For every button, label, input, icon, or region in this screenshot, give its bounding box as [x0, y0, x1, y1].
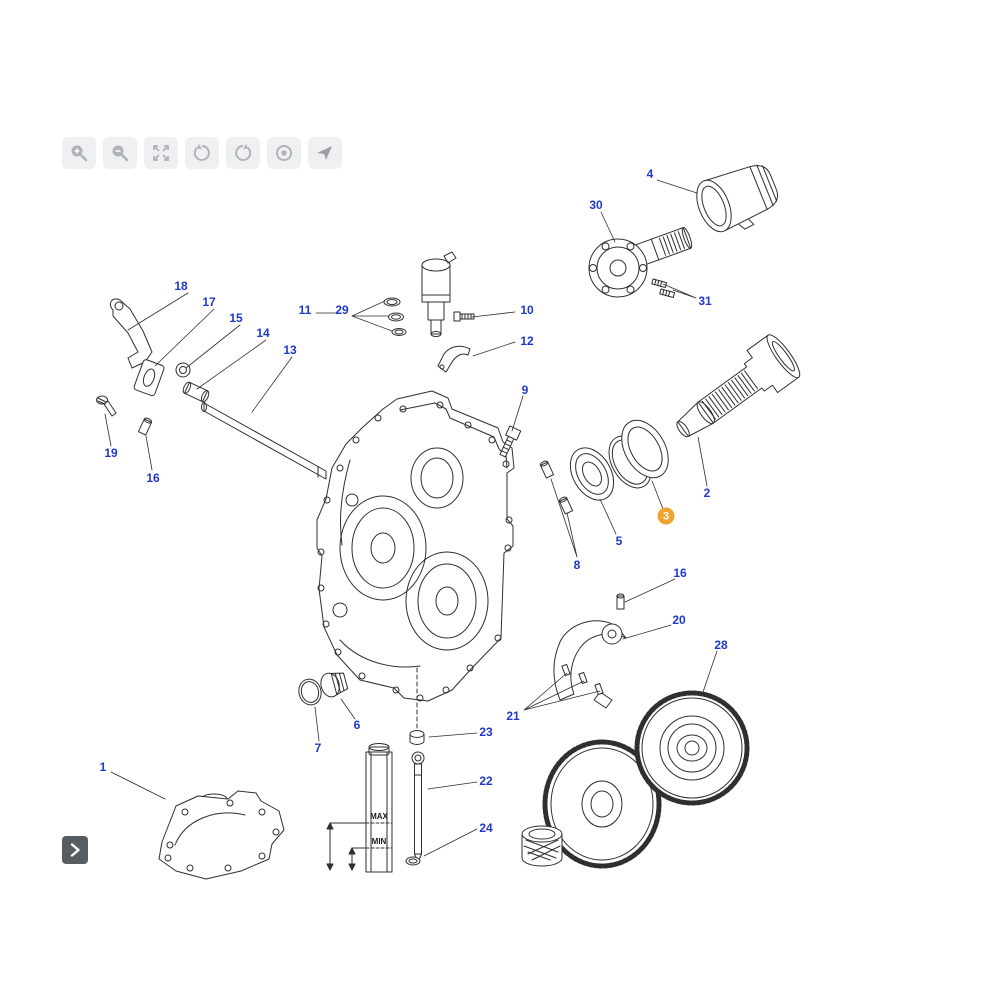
part-callout-22[interactable]: 22 [479, 774, 493, 788]
part-callout-18[interactable]: 18 [174, 279, 188, 293]
part-lever-18 [109, 298, 153, 369]
fit-screen-button[interactable] [144, 137, 178, 169]
part-cap-6 [320, 672, 349, 698]
part-callout-9[interactable]: 9 [521, 383, 529, 397]
part-bracket-17 [133, 359, 165, 397]
part-rollers-8 [539, 460, 574, 515]
part-callout-5[interactable]: 5 [615, 534, 623, 548]
part-callout-12[interactable]: 12 [520, 334, 534, 348]
part-callout-19[interactable]: 19 [104, 446, 118, 460]
part-screw-19 [96, 395, 117, 417]
part-callout-24[interactable]: 24 [479, 821, 493, 835]
part-callout-16b[interactable]: 16 [673, 566, 687, 580]
next-page-button[interactable] [62, 836, 88, 864]
expand-icon [153, 145, 169, 161]
max-label: MAX [370, 812, 388, 821]
part-callout-8[interactable]: 8 [573, 558, 581, 572]
part-callout-29[interactable]: 29 [335, 303, 349, 317]
part-bushing [521, 825, 563, 867]
part-shaft-2 [676, 334, 801, 438]
part-washer-15 [175, 362, 191, 378]
part-callout-21[interactable]: 21 [506, 709, 520, 723]
part-seal-5 [569, 447, 615, 501]
part-callout-20[interactable]: 20 [672, 613, 686, 627]
part-callout-31[interactable]: 31 [698, 294, 712, 308]
part-gear-lower [542, 739, 662, 869]
part-callout-23[interactable]: 23 [479, 725, 493, 739]
target-icon [276, 145, 292, 161]
part-bolt-9 [499, 425, 522, 458]
part-cover-4 [696, 164, 779, 233]
part-solenoid-valve [421, 251, 457, 337]
viewer-toolbar [62, 137, 342, 169]
part-callout-10[interactable]: 10 [520, 303, 534, 317]
part-studs-31 [651, 278, 676, 298]
part-callout-16a[interactable]: 16 [146, 471, 160, 485]
part-pin-16-left [137, 417, 153, 436]
part-callout-17[interactable]: 17 [202, 295, 216, 309]
zoom-out-button[interactable] [103, 137, 137, 169]
part-callout-30[interactable]: 30 [589, 198, 603, 212]
zoom-out-icon [112, 145, 129, 162]
part-callout-7[interactable]: 7 [314, 741, 322, 755]
part-ring-7 [298, 678, 322, 706]
part-o-ring-24 [405, 856, 421, 866]
part-dipstick-tube: MAX MIN [326, 743, 393, 873]
part-callout-4[interactable]: 4 [646, 167, 654, 181]
part-gear-28 [634, 690, 750, 806]
part-cover-1 [158, 790, 285, 880]
part-ring-3 [608, 419, 669, 489]
part-spacer-14 [182, 381, 210, 403]
part-dipstick-rod-22 [411, 751, 425, 863]
part-shaft-30 [588, 227, 693, 298]
pointer-icon [317, 146, 332, 160]
rotate-ccw-icon [193, 143, 210, 161]
part-callout-15[interactable]: 15 [229, 311, 243, 325]
part-pin-16-right [616, 593, 625, 610]
rotate-left-button[interactable] [185, 137, 219, 169]
part-callout-14[interactable]: 14 [256, 326, 270, 340]
target-button[interactable] [267, 137, 301, 169]
part-bolt-10 [453, 311, 475, 322]
part-o-rings [383, 297, 407, 336]
rotate-cw-icon [235, 143, 252, 161]
pan-button[interactable] [308, 137, 342, 169]
leader-lines [104, 179, 718, 857]
part-callout-11[interactable]: 11 [298, 303, 312, 317]
part-fork-20 [553, 620, 627, 709]
part-fork-12 [437, 345, 471, 373]
part-callout-1[interactable]: 1 [99, 760, 107, 774]
part-callout-6[interactable]: 6 [353, 718, 361, 732]
part-callout-2[interactable]: 2 [703, 486, 711, 500]
zoom-in-icon [71, 145, 88, 162]
part-pins-21 [561, 663, 604, 696]
rotate-right-button[interactable] [226, 137, 260, 169]
chevron-right-icon [70, 843, 80, 857]
min-label: MIN [372, 837, 387, 846]
part-callout-28[interactable]: 28 [714, 638, 728, 652]
part-callout-13[interactable]: 13 [283, 343, 297, 357]
part-plug-23 [409, 730, 425, 745]
part-housing [316, 390, 515, 731]
part-rod-13 [201, 402, 327, 480]
zoom-in-button[interactable] [62, 137, 96, 169]
part-callout-3-highlighted[interactable]: 3 [657, 507, 675, 525]
